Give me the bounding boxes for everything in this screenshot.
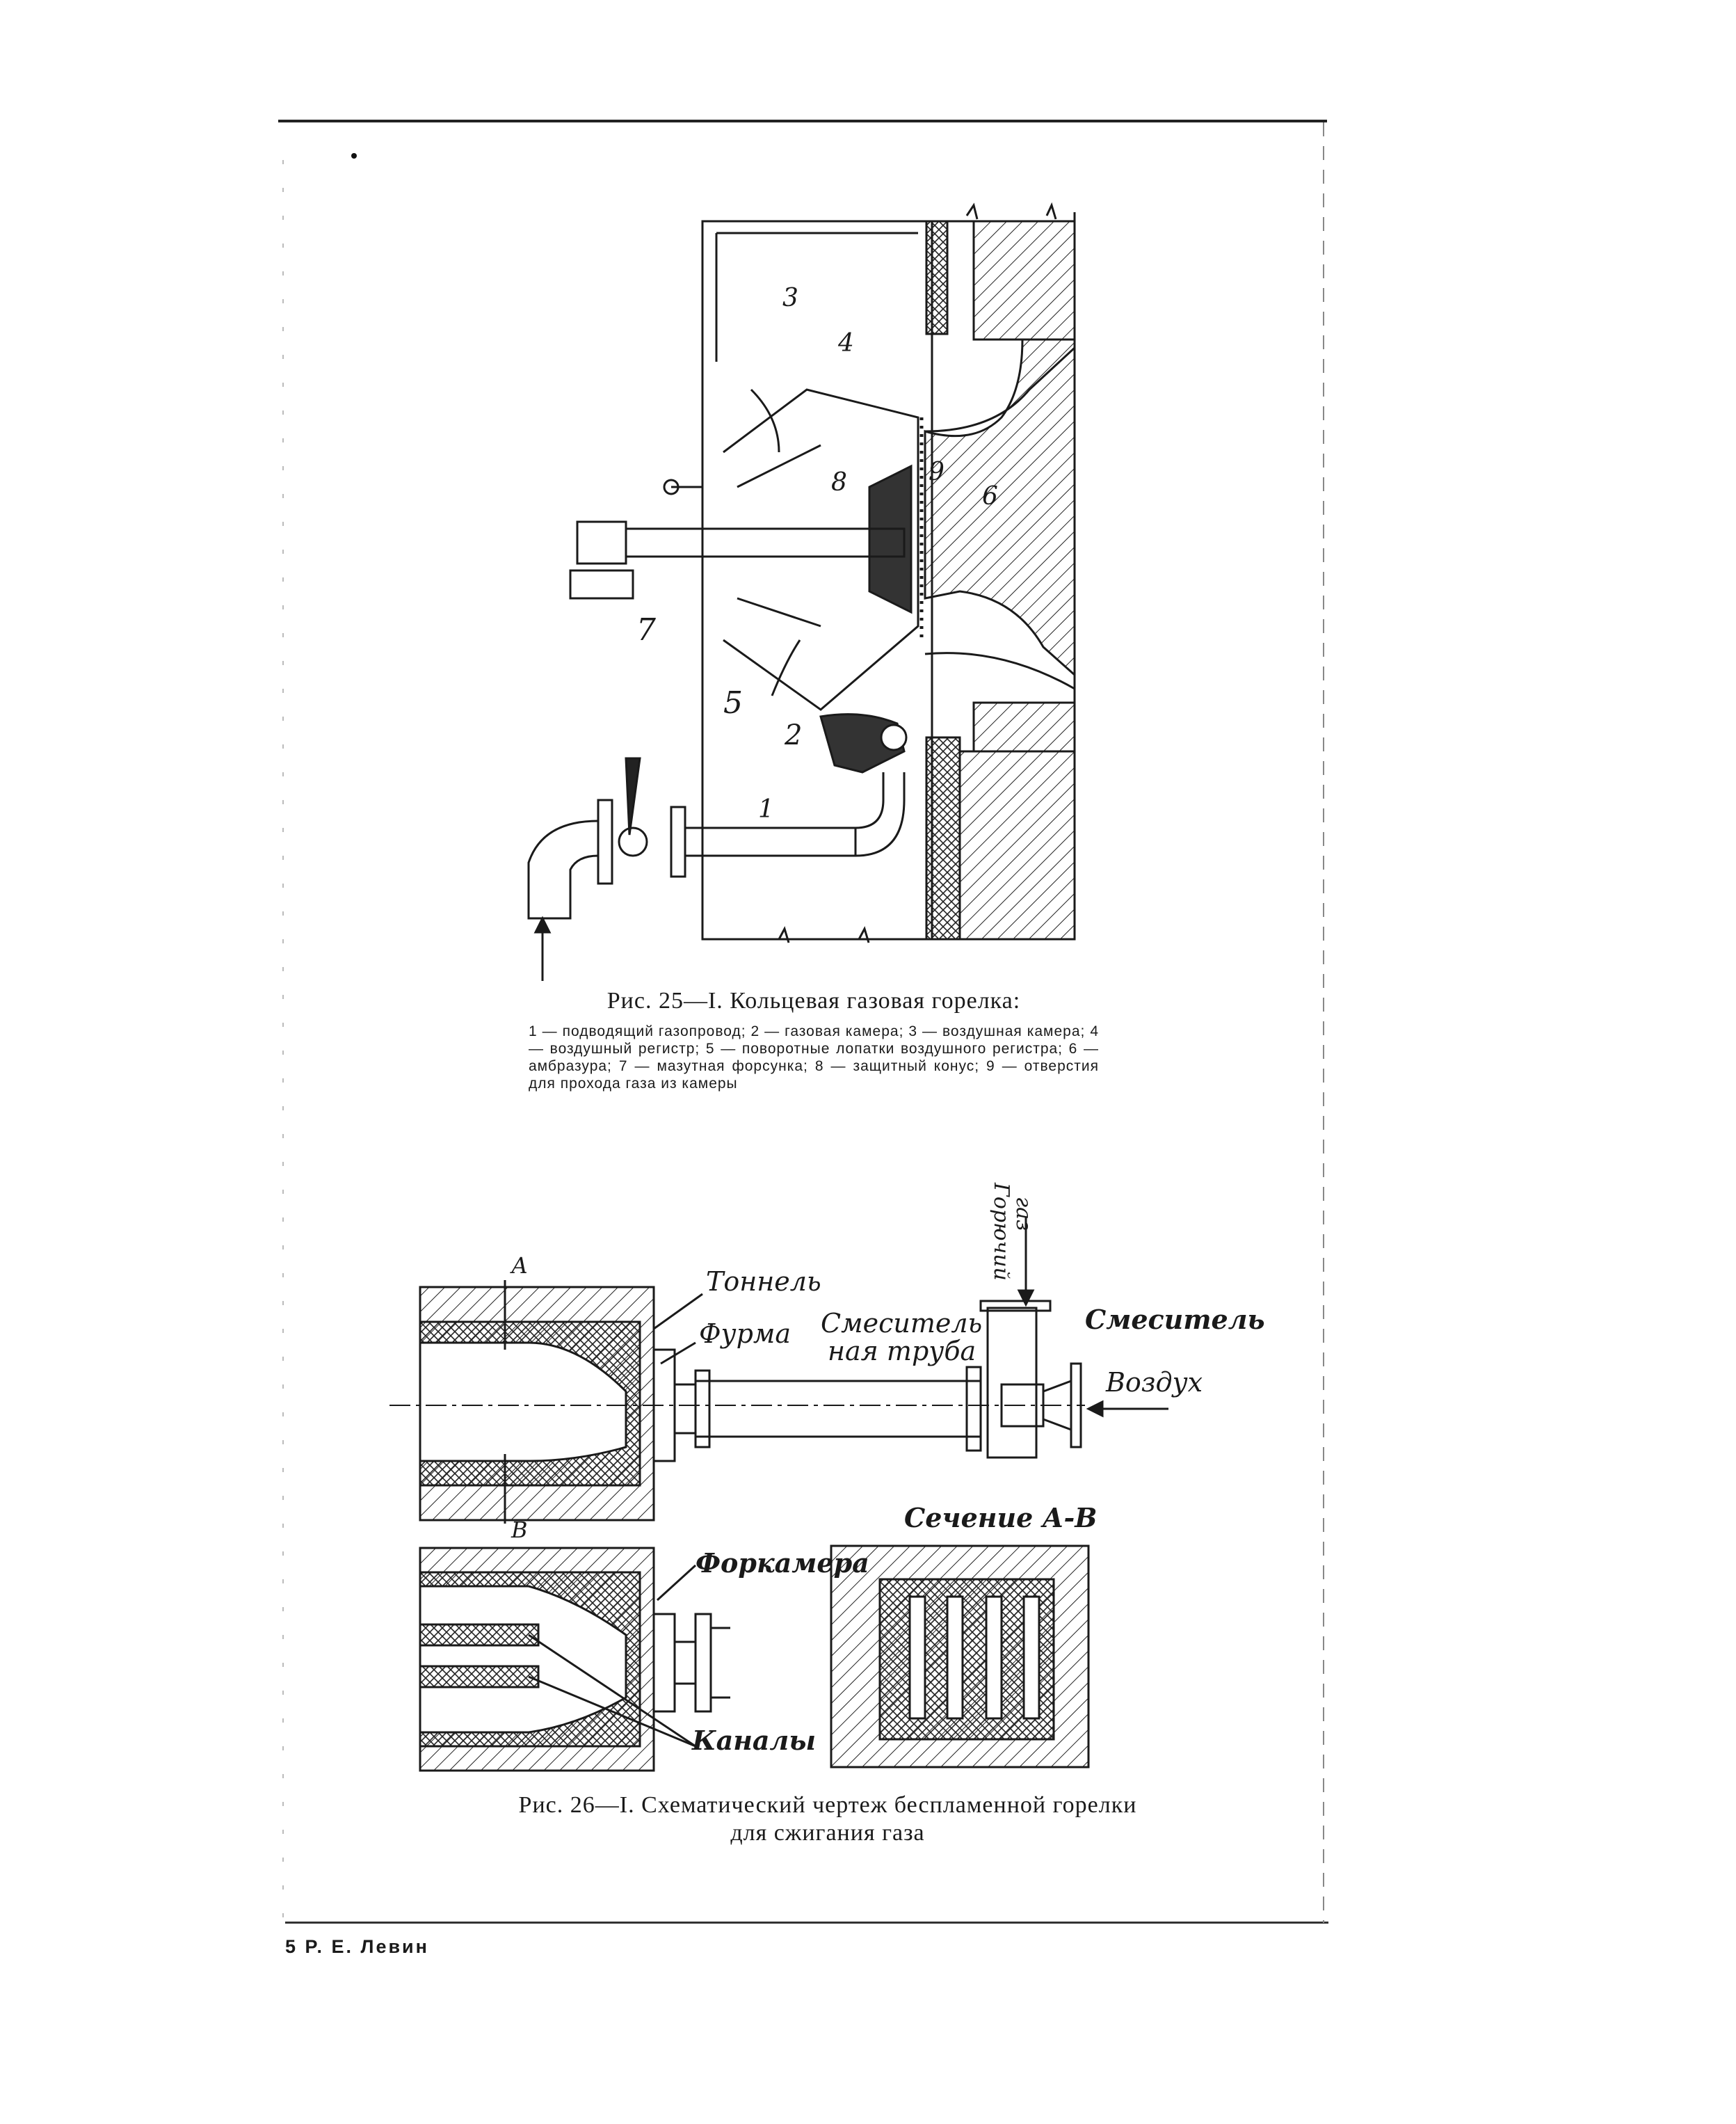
page-bottom-rule (285, 1922, 1328, 1924)
fig25-label-2: 2 (784, 719, 802, 751)
figure-26-burner-drawing (389, 1217, 1168, 1524)
fig25-label-4: 4 (837, 329, 854, 358)
fig25-label-3: 3 (782, 284, 798, 312)
figure-25-caption-title: Рис. 25—I. Кольцевая газовая горелка: (606, 988, 1021, 1014)
label-section-b: В (511, 1517, 528, 1543)
figure-26-caption-line2: для сжигания газа (730, 1820, 925, 1846)
label-mixing-pipe-2: ная труба (828, 1336, 976, 1366)
label-mixing-pipe-1: Смеситель (821, 1308, 982, 1339)
page-left-rule (282, 160, 284, 1920)
fig25-label-6: 6 (982, 482, 998, 511)
label-channels: Каналы (691, 1725, 816, 1756)
fig25-label-5: 5 (723, 685, 743, 721)
label-tunnel: Тоннель (706, 1266, 821, 1297)
figure-26-labels: Тоннель Фурма Смеситель ная труба Горючи… (510, 1182, 1265, 1756)
label-section-a: А (510, 1252, 528, 1279)
page-footer: 5 Р. Е. Левин (285, 1936, 429, 1957)
page-right-rule (1323, 122, 1324, 1923)
label-prechamber: Форкамера (696, 1547, 869, 1579)
label-fuel-gas-2: газ (1011, 1197, 1036, 1231)
label-furma: Фурма (699, 1318, 791, 1349)
figure-26-section-drawing (830, 1544, 1090, 1768)
page-top-rule (278, 120, 1327, 122)
label-section: Сечение А-В (904, 1502, 1097, 1533)
label-air: Воздух (1105, 1367, 1203, 1398)
speck (351, 153, 357, 159)
figure-25-drawing (527, 202, 1076, 981)
label-mixer: Смеситель (1085, 1304, 1265, 1335)
figure-25-caption: Рис. 25—I. Кольцевая газовая горелка: 1 … (529, 988, 1099, 1092)
fig25-label-7: 7 (636, 612, 656, 648)
fig25-label-9: 9 (929, 458, 945, 486)
figure-26-caption-line1: Рис. 26—I. Схематический чертеж беспламе… (518, 1792, 1137, 1818)
figure-26-caption: Рис. 26—I. Схематический чертеж беспламе… (480, 1791, 1175, 1847)
fig25-label-1: 1 (758, 795, 774, 824)
label-fuel-gas-1: Горючий (989, 1182, 1013, 1281)
figure-26-prechamber-drawing (419, 1547, 730, 1772)
fig25-label-8: 8 (831, 468, 847, 497)
figure-25-numbers: 3 4 8 9 6 7 5 2 1 (636, 284, 998, 824)
figure-25-caption-text: 1 — подводящий газопровод; 2 — газовая к… (529, 1023, 1099, 1092)
